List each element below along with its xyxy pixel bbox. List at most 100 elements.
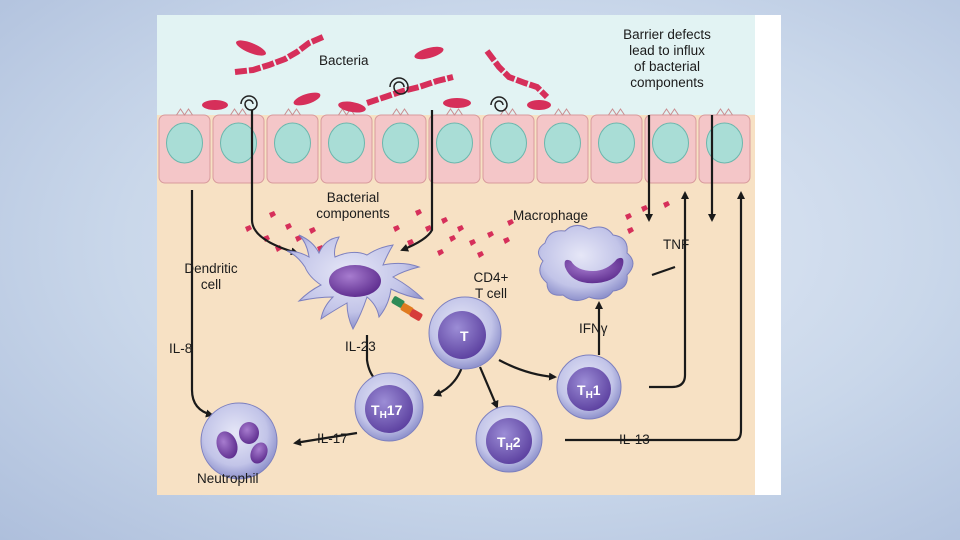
svg-text:Bacterial: Bacterial [327, 190, 380, 205]
svg-text:TH1: TH1 [577, 382, 601, 401]
bacterial-fragment [503, 237, 510, 244]
epithelial-nucleus [382, 122, 419, 164]
epithelial-nucleus [220, 122, 257, 164]
tnf-connector [651, 265, 676, 277]
bacterial-fragment [449, 235, 456, 242]
il8-arrow [190, 190, 214, 418]
microvilli [230, 108, 247, 116]
immune-response-diagram: T TH1 TH17 TH2 [157, 15, 781, 495]
label-dendritic-cell: Dendritic cell [184, 261, 238, 292]
receptor-complex [391, 296, 423, 321]
epithelial-nucleus [490, 122, 527, 164]
label-tnf: TNF [663, 237, 689, 252]
diagram-svg: T TH1 TH17 TH2 [157, 15, 781, 495]
microvilli [176, 108, 193, 116]
bacteria-to-dc-arrow [250, 110, 299, 256]
th1-main: T [577, 382, 586, 398]
microvilli [392, 108, 409, 116]
label-barrier-defects: Barrier defects lead to influx of bacter… [623, 27, 711, 90]
label-bacterial-components: Bacterial components [316, 190, 390, 221]
epithelial-nucleus [166, 122, 203, 164]
th2-num: 2 [513, 434, 521, 450]
microvilli [662, 108, 679, 116]
microvilli [608, 108, 625, 116]
bacterial-fragment [469, 239, 476, 246]
microvilli [554, 108, 571, 116]
label-il17: IL-17 [317, 431, 348, 446]
bacterial-fragment [457, 225, 464, 232]
bacteria-to-dc-arrow-2 [400, 110, 434, 252]
th1-cell: TH1 [556, 354, 622, 420]
label-neutrophil: Neutrophil [197, 471, 259, 486]
bacterial-fragment [437, 249, 444, 256]
svg-text:CD4+: CD4+ [474, 270, 509, 285]
bacterial-fragment [641, 205, 648, 212]
tnf-line [649, 270, 687, 389]
th2-main: T [497, 434, 506, 450]
bacterial-fragment [625, 213, 632, 220]
epithelial-layer [158, 108, 751, 184]
th17-num: 17 [387, 402, 403, 418]
th17-sub: H [380, 410, 387, 421]
bacterial-fragment [663, 201, 670, 208]
dendritic-cell [286, 234, 425, 331]
bacterial-fragment [627, 227, 634, 234]
th2-cell: TH2 [475, 405, 543, 473]
svg-text:TH2: TH2 [497, 434, 521, 453]
th17-main: T [371, 402, 380, 418]
svg-text:cell: cell [201, 277, 221, 292]
il13-arrow [565, 191, 745, 442]
arrows [190, 110, 745, 446]
t-cell: T [428, 296, 502, 370]
bacterial-fragment [309, 227, 316, 234]
label-il8: IL-8 [169, 341, 192, 356]
svg-text:Barrier defects: Barrier defects [623, 27, 711, 42]
th1-num: 1 [593, 382, 601, 398]
microvilli [716, 108, 733, 116]
t-to-th2-arrow [478, 366, 499, 409]
bacterial-fragment [415, 209, 422, 216]
t-to-th17-arrow [433, 366, 464, 397]
svg-text:of bacterial: of bacterial [634, 59, 700, 74]
epithelial-nucleus [706, 122, 743, 164]
il17-arrow [293, 431, 358, 446]
bacterial-fragment [477, 251, 484, 258]
bacterial-fragment [393, 225, 400, 232]
neutrophil-cell [200, 402, 278, 480]
svg-text:components: components [316, 206, 390, 221]
svg-text:TH17: TH17 [371, 402, 403, 421]
macrophage-cell [538, 225, 634, 301]
bacterial-fragment [425, 225, 432, 232]
bacterial-fragment [441, 217, 448, 224]
label-macrophage: Macrophage [513, 208, 588, 223]
microvilli [284, 108, 301, 116]
bacterial-fragment [487, 231, 494, 238]
svg-text:lead to influx: lead to influx [629, 43, 705, 58]
bacterial-fragment [245, 225, 252, 232]
label-cd4-t-cell: CD4+ T cell [474, 270, 509, 301]
label-ifn-gamma: IFNγ [579, 321, 608, 336]
microvilli [446, 108, 463, 116]
svg-text:T cell: T cell [475, 286, 507, 301]
label-il23: IL-23 [345, 339, 376, 354]
th2-sub: H [506, 442, 513, 453]
epithelial-nucleus [274, 122, 311, 164]
bacterial-fragment [285, 223, 292, 230]
t-to-th1-arrow [498, 359, 557, 381]
th17-cell: TH17 [354, 372, 424, 442]
bacterial-fragment [269, 211, 276, 218]
label-bacteria: Bacteria [319, 53, 369, 68]
svg-text:components: components [630, 75, 704, 90]
epithelial-nucleus [652, 122, 689, 164]
th1-sub: H [586, 390, 593, 401]
epithelial-nucleus [328, 122, 365, 164]
epithelial-nucleus [436, 122, 473, 164]
bacterial-components-dots [245, 201, 670, 258]
t-cell-label: T [460, 328, 469, 344]
epithelial-nucleus [598, 122, 635, 164]
bacteria-group [202, 34, 551, 113]
svg-text:Dendritic: Dendritic [184, 261, 238, 276]
epithelial-nucleus [544, 122, 581, 164]
bacterial-fragment [507, 219, 514, 226]
